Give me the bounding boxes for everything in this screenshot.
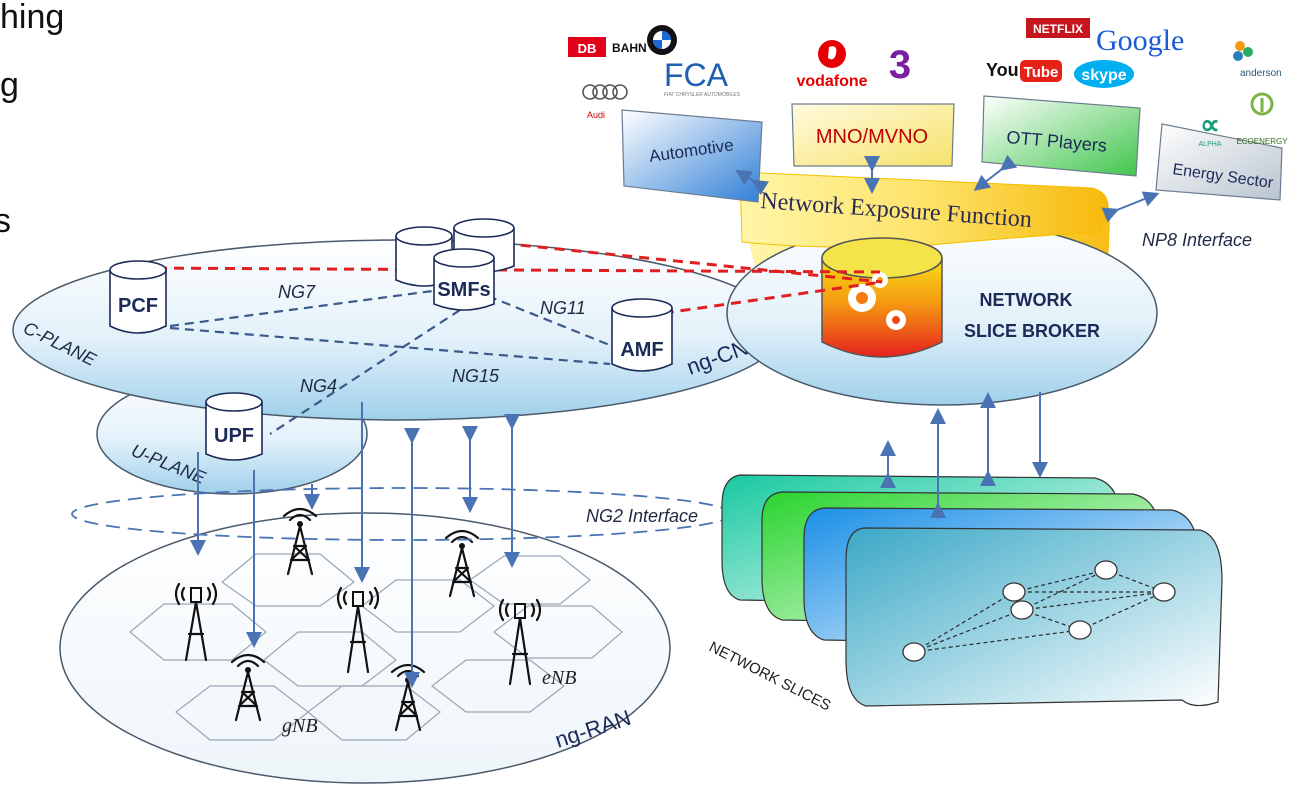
sector-panels: Automotive MNO/MVNO OTT Players Energy S… (621, 95, 1283, 250)
slice-nodes (902, 560, 1176, 662)
fragment-3: s (0, 202, 11, 240)
fca-logo: FCA FIAT CHRYSLER AUTOMOBILES (664, 57, 741, 98)
ng2-label: NG2 Interface (586, 506, 698, 526)
panel-mno: MNO/MVNO (791, 103, 955, 167)
amf-cylinder: AMF (611, 298, 673, 372)
svg-text:∝: ∝ (1200, 109, 1220, 140)
panel-arrows (735, 154, 1160, 223)
panel-energy: Energy Sector (1155, 123, 1283, 201)
upf-cylinder: UPF (205, 392, 263, 461)
slice-4 (845, 527, 1223, 707)
svg-text:FCA: FCA (664, 57, 729, 93)
svg-text:NETFLIX: NETFLIX (1033, 22, 1083, 36)
panel-ott: OTT Players (981, 95, 1141, 177)
gnb-tower-1 (282, 507, 318, 576)
svg-text:BAHN: BAHN (612, 41, 647, 55)
pcf-label: PCF (118, 295, 158, 317)
fragment-1: hing (0, 0, 64, 36)
bmw-logo (647, 25, 677, 55)
gnb-tower-3 (230, 653, 266, 722)
db-bahn-logo: DB BAHN (568, 37, 647, 57)
svg-text:Google: Google (1096, 24, 1184, 57)
upf-label: UPF (214, 425, 254, 447)
svg-text:3: 3 (889, 43, 911, 87)
ng-links (169, 288, 613, 435)
panel-automotive: Automotive (621, 109, 763, 203)
broker-label-2: SLICE BROKER (964, 321, 1100, 341)
mno-label: MNO/MVNO (816, 126, 928, 148)
svg-text:skype: skype (1081, 67, 1126, 84)
svg-text:vodafone: vodafone (796, 73, 867, 90)
svg-text:DB: DB (578, 41, 597, 56)
svg-text:anderson: anderson (1240, 68, 1282, 79)
alpha-logo: ∝ ALPHA (1199, 109, 1222, 148)
youtube-logo: You Tube (986, 60, 1062, 82)
ng15-label: NG15 (452, 366, 500, 386)
broker-label-1: NETWORK (980, 290, 1073, 310)
ng2-arrows (190, 402, 520, 688)
np8-label: NP8 Interface (1142, 230, 1252, 250)
ecoenergy-logo: ECOENERGY (1236, 92, 1288, 146)
smfs-label: SMFs (437, 279, 490, 301)
network-slices: NETWORK SLICES (706, 474, 1223, 714)
audi-logo: Audi (582, 84, 628, 120)
cropped-left-text: hing g s (0, 0, 64, 240)
svg-text:FIAT CHRYSLER AUTOMOBILES: FIAT CHRYSLER AUTOMOBILES (664, 92, 741, 98)
svg-text:Audi: Audi (587, 110, 605, 120)
smf-cylinders: SMFs (395, 218, 515, 311)
svg-text:ALPHA: ALPHA (1199, 141, 1222, 148)
ng4-label: NG4 (300, 376, 337, 396)
ng-ran-area: gNB eNB ng-RAN (59, 507, 671, 784)
gnb-label: gNB (282, 715, 318, 737)
netflix-logo: NETFLIX (1026, 18, 1090, 38)
ng7-label: NG7 (278, 282, 316, 302)
skype-logo: skype (1074, 60, 1134, 88)
three-logo: 3 (889, 43, 911, 87)
gears-icon (848, 272, 906, 330)
fragment-2: g (0, 66, 19, 104)
svg-text:Tube: Tube (1024, 64, 1059, 81)
anderson-logo: anderson (1233, 41, 1282, 79)
svg-text:You: You (986, 60, 1019, 80)
slice-arrows (880, 392, 1048, 518)
google-logo: Google (1096, 24, 1184, 57)
enb-label: eNB (542, 667, 576, 689)
slices-label: NETWORK SLICES (706, 638, 833, 714)
logos: DB BAHN Audi FCA FIAT CHRYSLER AUTOMOBIL… (568, 18, 1288, 148)
gnb-tower-2 (444, 529, 480, 598)
enb-tower-2 (336, 586, 380, 674)
vodafone-logo: vodafone (796, 40, 868, 90)
enb-tower-1 (174, 582, 218, 662)
enb-tower-3 (498, 598, 542, 686)
ng11-label: NG11 (540, 298, 586, 318)
broker-cylinder (821, 237, 943, 358)
network-exposure-function: Network Exposure Function (739, 171, 1109, 249)
amf-label: AMF (620, 339, 663, 361)
pcf-cylinder: PCF (109, 260, 167, 334)
svg-text:ECOENERGY: ECOENERGY (1236, 137, 1288, 146)
